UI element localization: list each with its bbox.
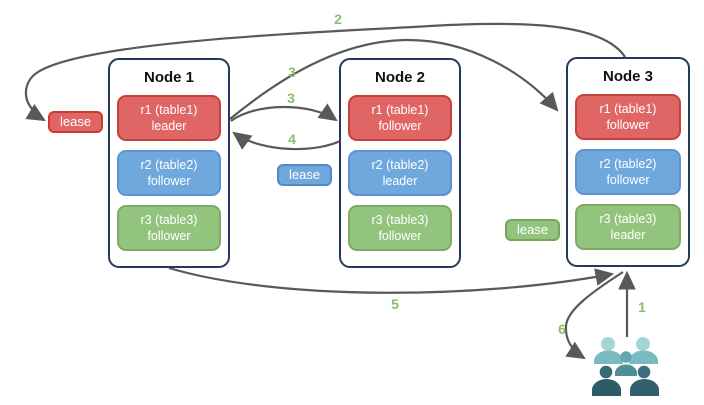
arrow-label-2: 2	[334, 11, 342, 27]
replica-name: r3 (table3)	[140, 212, 198, 227]
arrow-label-1: 1	[638, 299, 646, 315]
replica-r3-node1: r3 (table3) follower	[117, 205, 221, 251]
replica-role: leader	[151, 119, 187, 133]
arrow-label-5: 5	[391, 296, 399, 312]
lease-badge-green: lease	[505, 219, 561, 241]
lease-badge-red: lease	[48, 111, 104, 133]
arrow-label-3a: 3	[288, 64, 296, 80]
person-figure	[630, 365, 659, 396]
arrow-3-to-node2	[230, 103, 338, 122]
replica-name: r2 (table2)	[599, 156, 657, 171]
replica-name: r2 (table2)	[140, 157, 198, 172]
node-2: Node 2 r1 (table1) follower r2 (table2) …	[339, 58, 461, 268]
replica-name: r3 (table3)	[371, 212, 429, 227]
users-group-icon	[592, 337, 659, 396]
replica-r1-node3: r1 (table1) follower	[575, 94, 681, 140]
node-1-body: r1 (table1) leader r2 (table2) follower …	[110, 95, 228, 251]
node-1: Node 1 r1 (table1) leader r2 (table2) fo…	[108, 58, 230, 268]
replica-name: r2 (table2)	[371, 157, 429, 172]
person-figure	[594, 337, 623, 364]
person-figure	[615, 351, 637, 376]
replica-role: follower	[378, 229, 422, 243]
replica-r2-node2: r2 (table2) leader	[348, 150, 452, 196]
person-figure	[629, 337, 658, 364]
arrow-5	[168, 266, 615, 294]
node-3-title: Node 3	[602, 68, 653, 85]
replica-name: r1 (table1)	[599, 101, 657, 116]
node-3: Node 3 r1 (table1) follower r2 (table2) …	[566, 57, 690, 267]
arrow-label-3b: 3	[287, 90, 295, 106]
node-2-title: Node 2	[374, 69, 425, 86]
person-figure	[592, 365, 621, 396]
replica-role: follower	[606, 173, 650, 187]
replica-name: r1 (table1)	[140, 102, 198, 117]
replica-r3-node2: r3 (table3) follower	[348, 205, 452, 251]
node-1-title: Node 1	[143, 69, 194, 86]
replica-role: follower	[606, 118, 650, 132]
replica-name: r1 (table1)	[371, 102, 429, 117]
replica-role: leader	[610, 228, 646, 242]
replica-r1-node2: r1 (table1) follower	[348, 95, 452, 141]
arrow-label-6: 6	[558, 321, 566, 337]
node-3-body: r1 (table1) follower r2 (table2) followe…	[568, 94, 688, 250]
arrow-label-4: 4	[288, 131, 296, 147]
node-2-body: r1 (table1) follower r2 (table2) leader …	[341, 95, 459, 251]
replica-role: follower	[147, 229, 191, 243]
replica-role: follower	[147, 174, 191, 188]
replica-r3-node3: r3 (table3) leader	[575, 204, 681, 250]
replica-name: r3 (table3)	[599, 211, 657, 226]
replica-r1-node1: r1 (table1) leader	[117, 95, 221, 141]
replica-role: leader	[382, 174, 418, 188]
lease-badge-blue: lease	[277, 164, 333, 186]
replica-r2-node1: r2 (table2) follower	[117, 150, 221, 196]
replica-r2-node3: r2 (table2) follower	[575, 149, 681, 195]
replica-role: follower	[378, 119, 422, 133]
